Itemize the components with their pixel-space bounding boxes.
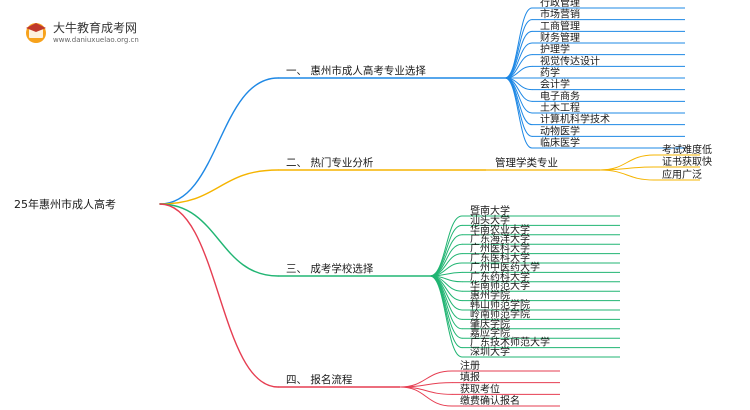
- leaf-connector: [504, 77, 533, 126]
- leaf-connector: [429, 275, 463, 358]
- leaf-label: 视觉传达设计: [540, 54, 600, 67]
- leaf-connector: [504, 77, 533, 137]
- leaf-label: 肇庆学院: [470, 317, 510, 330]
- leaf-label: 会计学: [540, 78, 570, 91]
- leaf-label: 行政管理: [540, 0, 580, 9]
- leaf-label: 药学: [540, 66, 560, 79]
- leaf-label: 注册: [460, 359, 480, 372]
- branch-connector: [159, 77, 279, 205]
- logo-title: 大牛教育成考网: [53, 21, 138, 35]
- leaf-label: 护理学: [540, 43, 570, 56]
- branch-connector: [159, 203, 279, 388]
- leaf-label: 证书获取快: [662, 156, 712, 168]
- leaf-label: 临床医学: [540, 136, 580, 149]
- leaf-connector: [504, 42, 533, 79]
- leaf-connector: [599, 154, 655, 171]
- leaf-label: 财务管理: [540, 31, 580, 44]
- leaf-connector: [399, 382, 453, 388]
- leaf-label: 广州医科大学: [470, 242, 530, 255]
- leaf-connector: [429, 275, 463, 339]
- leaf-label: 广东海洋大学: [470, 232, 530, 245]
- leaf-label: 动物医学: [540, 124, 580, 137]
- leaf-label: 广州中医药大学: [470, 260, 540, 273]
- leaf-label: 缴费确认报名: [460, 394, 520, 407]
- leaf-label: 电子商务: [540, 89, 580, 102]
- leaf-connector: [429, 215, 463, 277]
- leaf-connector: [504, 7, 533, 79]
- mid-topic-label: 管理学类专业: [495, 156, 558, 169]
- branch-label: 三、 成考学校选择: [286, 262, 374, 275]
- leaf-label: 华南师范大学: [470, 279, 530, 292]
- leaf-label: 土木工程: [540, 101, 580, 114]
- leaf-label: 广东医科大学: [470, 251, 530, 264]
- leaf-connector: [504, 30, 533, 79]
- leaf-label: 工商管理: [540, 19, 580, 32]
- leaf-connector: [504, 77, 533, 149]
- leaf-label: 填报: [460, 371, 480, 384]
- branch-label: 四、 报名流程: [286, 373, 353, 386]
- graduation-cap-icon: [26, 23, 46, 43]
- leaf-label: 岭南师范学院: [470, 307, 530, 320]
- leaf-label: 应用广泛: [662, 168, 702, 181]
- leaf-label: 嘉应学院: [470, 326, 510, 339]
- leaf-connector: [429, 224, 463, 277]
- leaf-label: 深圳大学: [470, 345, 510, 358]
- leaf-connector: [429, 275, 463, 349]
- leaf-label: 暨南大学: [470, 204, 510, 217]
- leaf-label: 华南农业大学: [470, 223, 530, 236]
- leaf-label: 惠州学院: [470, 289, 510, 302]
- leaf-label: 汕头大学: [470, 213, 510, 226]
- leaf-label: 考试难度低: [662, 143, 712, 156]
- leaf-label: 市场营销: [540, 8, 580, 21]
- leaf-label: 韩山师范学院: [470, 298, 530, 311]
- leaf-connector: [599, 166, 655, 171]
- logo-url: www.daniuxuelao.org.cn: [53, 36, 139, 44]
- leaf-label: 获取考位: [460, 382, 500, 395]
- branch-label: 一、 惠州市成人高考专业选择: [286, 64, 426, 77]
- branch-label: 二、 热门专业分析: [286, 156, 374, 169]
- leaf-connector: [399, 386, 453, 407]
- leaf-label: 计算机科学技术: [540, 113, 610, 126]
- leaf-connector: [599, 169, 655, 181]
- leaf-label: 广东药科大学: [470, 270, 530, 283]
- root-topic: 25年惠州市成人高考: [14, 197, 116, 211]
- leaf-label: 广东技术师范大学: [470, 336, 550, 349]
- branch-connector: [159, 169, 279, 205]
- branch-connector: [159, 203, 279, 277]
- leaf-connector: [504, 19, 533, 79]
- leaf-connector: [429, 243, 463, 277]
